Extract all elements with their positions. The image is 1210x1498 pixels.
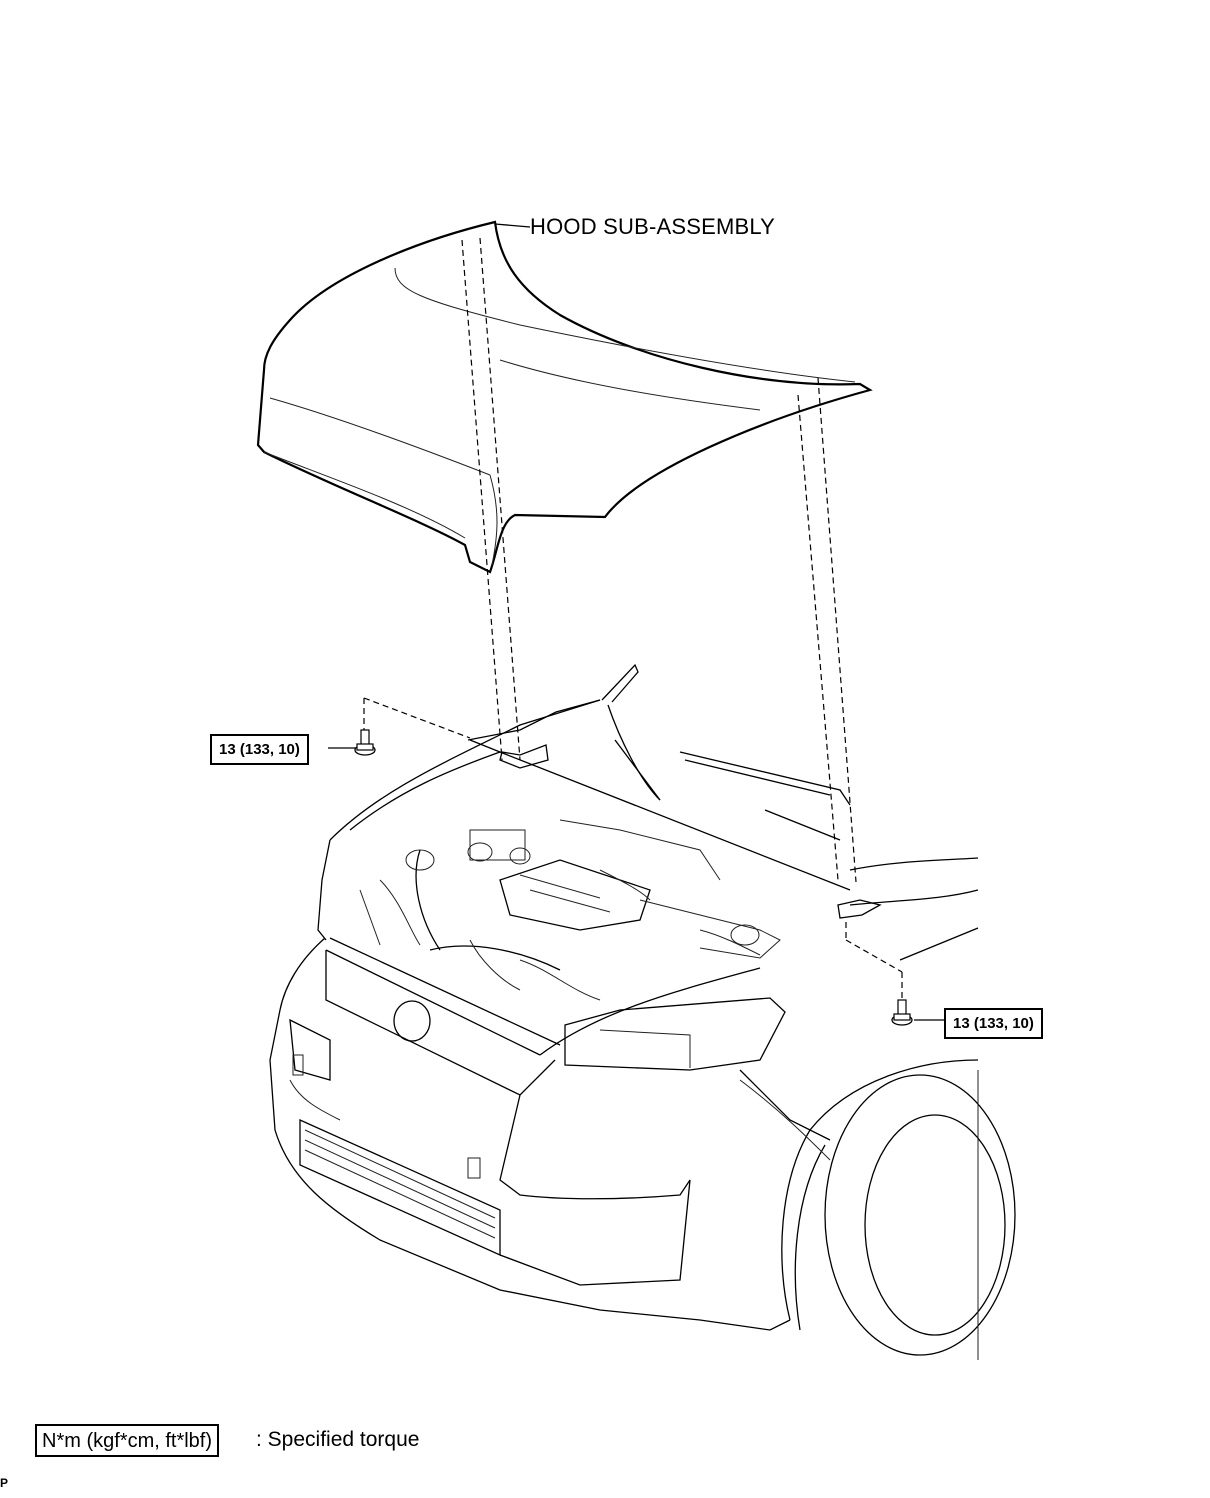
alignment-lines (363, 237, 903, 1000)
bolt-right-icon (891, 999, 913, 1026)
legend-description: : Specified torque (256, 1428, 420, 1451)
torque-spec-right: 13 (133, 10) (944, 1008, 1043, 1039)
vehicle-front (269, 663, 1016, 1360)
hood-leader-line (494, 223, 531, 228)
page-mark: P (0, 1476, 9, 1490)
hood-panel (256, 220, 873, 574)
hood-sub-assembly-label: HOOD SUB-ASSEMBLY (530, 214, 776, 239)
bolt-left-icon (354, 729, 376, 756)
legend-unit-box: N*m (kgf*cm, ft*lbf) (35, 1424, 220, 1457)
torque-spec-left: 13 (133, 10) (210, 734, 309, 765)
